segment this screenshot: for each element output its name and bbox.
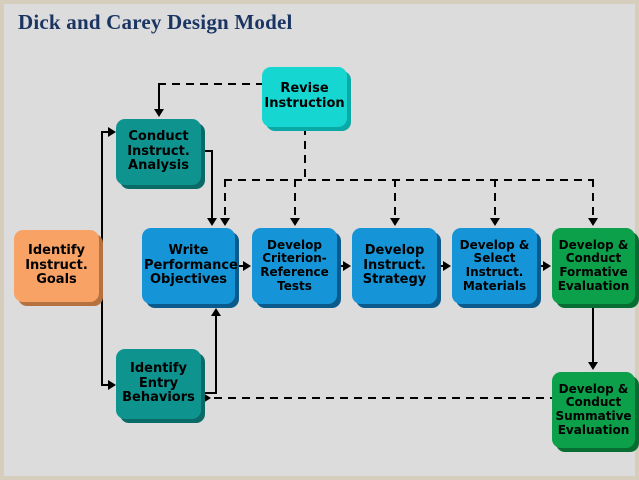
arrow-into-conduct-analysis <box>108 127 116 137</box>
feedback-drop-develop-strategy <box>394 179 396 221</box>
feedback-drop-select-materials <box>494 179 496 221</box>
connector-spine-to-analysis <box>101 131 111 133</box>
feedback-summative-to-entry <box>214 397 552 399</box>
arrow-into-develop-crt <box>243 261 251 271</box>
connector-analysis-down <box>211 150 213 220</box>
arrow-into-develop-crt-top <box>290 218 300 226</box>
feedback-drop-develop-crt <box>294 179 296 221</box>
arrow-into-identify-entry-right <box>203 393 211 403</box>
connector-left-spine <box>101 131 103 386</box>
feedback-revise-down <box>304 127 306 179</box>
feedback-revise-to-analysis-vertical <box>158 83 160 111</box>
arrow-into-write-objectives-top-b <box>220 218 230 226</box>
arrow-into-identify-entry <box>108 380 116 390</box>
connector-entry-up <box>215 316 217 394</box>
arrow-into-develop-strategy <box>343 261 351 271</box>
feedback-drop-formative-eval <box>592 179 594 221</box>
arrow-into-select-materials-top <box>490 218 500 226</box>
arrow-into-formative-eval <box>543 261 551 271</box>
feedback-revise-to-analysis-horizontal <box>158 83 264 85</box>
arrow-into-conduct-analysis-top <box>154 109 164 117</box>
page-title: Dick and Carey Design Model <box>18 10 293 34</box>
arrow-into-summative-eval <box>588 362 598 370</box>
diagram-canvas: Dick and Carey Design Model <box>4 4 635 476</box>
arrow-into-write-objectives-top-a <box>207 218 217 226</box>
connector-objectives-to-crt <box>235 265 247 267</box>
arrow-into-formative-eval-top <box>588 218 598 226</box>
feedback-drop-write-objectives <box>224 179 226 221</box>
arrow-into-develop-strategy-top <box>390 218 400 226</box>
arrow-into-select-materials <box>443 261 451 271</box>
arrow-into-write-objectives-bottom <box>211 308 221 316</box>
connector-formative-to-summative <box>592 304 594 364</box>
connector-analysis-out <box>201 150 213 152</box>
feedback-bus <box>224 179 593 181</box>
connector-spine-to-entry <box>101 384 111 386</box>
